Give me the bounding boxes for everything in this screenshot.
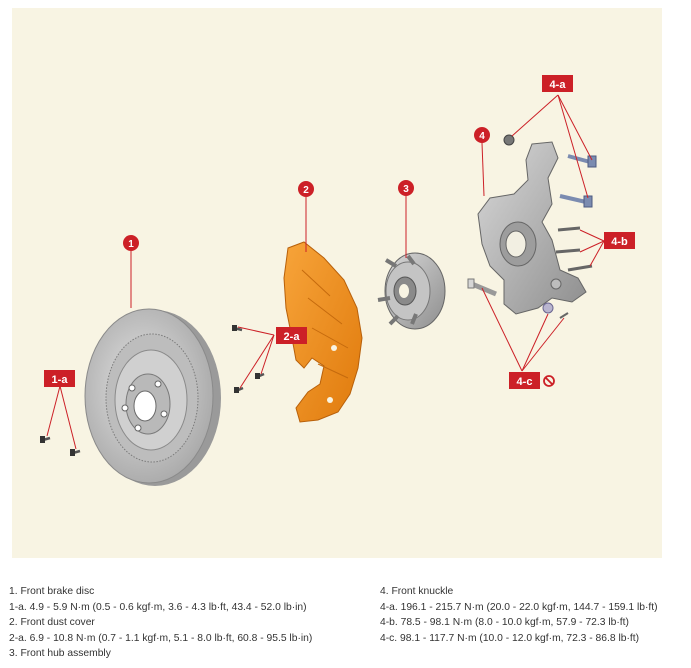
front-knuckle (477, 141, 587, 315)
legend-item-3: 3. Front hub assembly (9, 648, 111, 660)
legend-item-4: 4. Front knuckle (380, 586, 454, 597)
callout-4b-label: 4-b (611, 236, 628, 248)
callout-3: 3 (398, 180, 414, 196)
legend-left-column: 1. Front brake disc 1-a. 4.9 - 5.9 N·m (… (9, 584, 312, 662)
front-brake-disc (84, 308, 221, 486)
exploded-view-diagram: 1 2 3 4 1-a 2-a 4-a 4-b 4-c (12, 8, 662, 558)
knuckle-bolts-4b (555, 226, 593, 272)
callout-1a-label: 1-a (52, 374, 69, 386)
callout-4-label: 4 (479, 131, 485, 142)
callout-2a-label: 2-a (284, 331, 301, 343)
legend-item-4b: 4-b. 78.5 - 98.1 N·m (8.0 - 10.0 kgf·m, … (380, 617, 629, 629)
callout-4a: 4-a (542, 75, 573, 92)
disc-screws-1a (40, 436, 81, 456)
callout-1-label: 1 (128, 239, 134, 250)
callout-2a: 2-a (276, 327, 307, 344)
callout-4b: 4-b (604, 232, 635, 249)
legend-item-4a: 4-a. 196.1 - 215.7 N·m (20.0 - 22.0 kgf·… (380, 601, 658, 613)
leader-lines (46, 94, 605, 450)
legend-item-1: 1. Front brake disc (9, 586, 95, 597)
legend-right-column: 4. Front knuckle 4-a. 196.1 - 215.7 N·m … (380, 584, 658, 646)
callout-4c-label: 4-c (517, 376, 533, 388)
legend-item-2: 2. Front dust cover (9, 617, 95, 629)
callout-1: 1 (123, 235, 139, 251)
no-reuse-icon (543, 375, 555, 387)
knuckle-bolts-4a (503, 134, 597, 208)
dust-cover-screws-2a (232, 325, 265, 393)
callout-4: 4 (474, 127, 490, 143)
callout-1a: 1-a (44, 370, 75, 387)
callout-2-label: 2 (303, 185, 309, 196)
callout-2: 2 (298, 181, 314, 197)
front-dust-cover (283, 241, 363, 423)
knuckle-hardware-4c (467, 278, 569, 319)
legend-item-1a: 1-a. 4.9 - 5.9 N·m (0.5 - 0.6 kgf·m, 3.6… (9, 601, 307, 613)
legend-item-2a: 2-a. 6.9 - 10.8 N·m (0.7 - 1.1 kgf·m, 5.… (9, 632, 313, 644)
front-hub-assembly (377, 252, 446, 330)
legend-item-4c: 4-c. 98.1 - 117.7 N·m (10.0 - 12.0 kgf·m… (380, 632, 640, 644)
callout-4c: 4-c (509, 372, 540, 389)
callout-4a-label: 4-a (550, 79, 567, 91)
callout-3-label: 3 (403, 184, 409, 195)
